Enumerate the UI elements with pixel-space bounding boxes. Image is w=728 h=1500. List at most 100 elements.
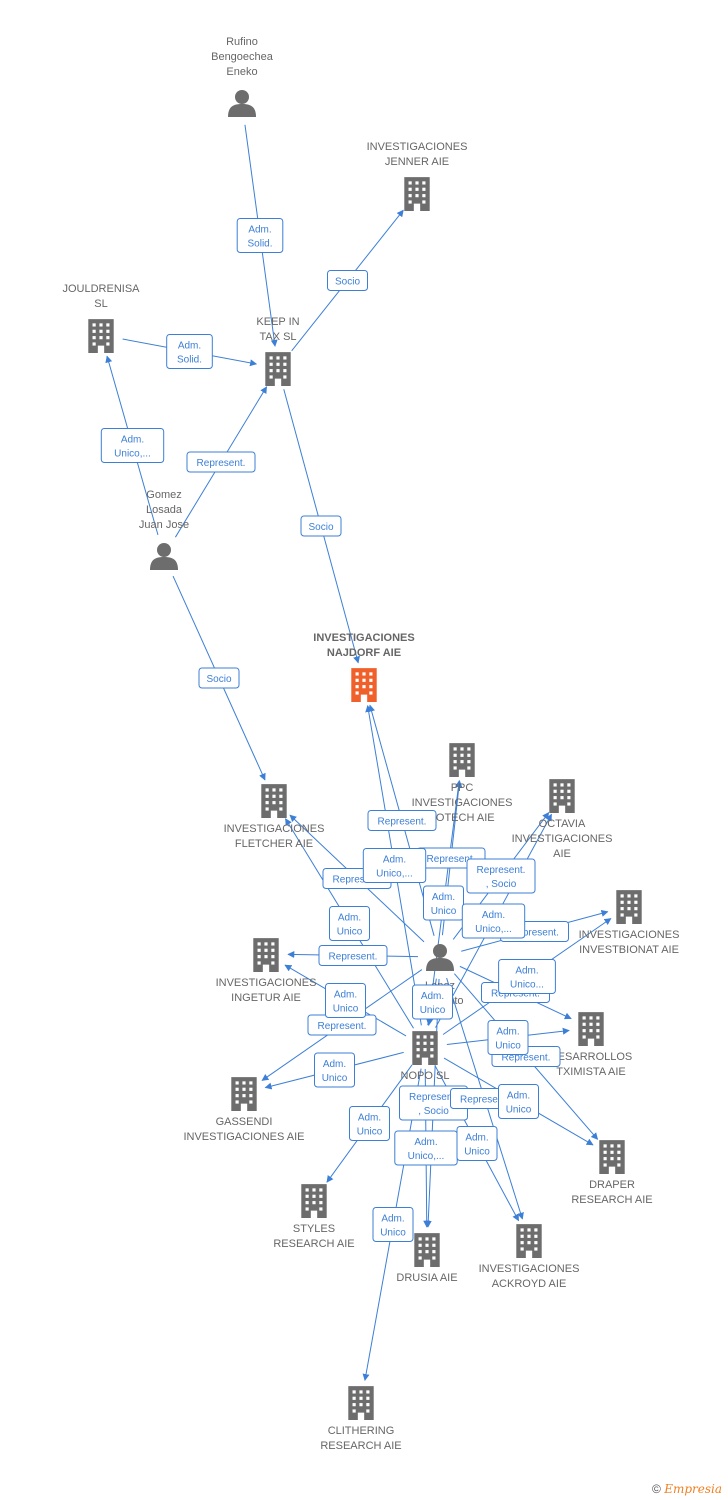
edge-label-nopo-fletcher[interactable]: Adm.Unico (329, 906, 370, 941)
edge-label-box[interactable] (198, 667, 240, 689)
building-icon[interactable] (516, 1224, 542, 1258)
edge-label-gomez-fletcher[interactable]: Socio (198, 667, 240, 689)
building-icon[interactable] (599, 1140, 625, 1174)
edge-label-text: Unico,... (376, 869, 413, 880)
edge-label-box[interactable] (412, 984, 453, 1020)
edge-label-box[interactable] (100, 428, 165, 463)
edge-label-nopo-ackroyd[interactable]: Adm.Unico (456, 1126, 498, 1161)
edge-label-box[interactable] (327, 270, 368, 291)
edge-label-nopo-octavia[interactable]: Adm.Unico,... (461, 903, 526, 939)
building-icon[interactable] (549, 779, 575, 813)
edge-label-text: Unico (495, 1041, 521, 1052)
node-label: INVESTIGACIONES (313, 632, 414, 644)
edge-label-box[interactable] (329, 906, 370, 941)
node-label: Eneko (226, 66, 257, 78)
edge-label-box[interactable] (498, 959, 556, 994)
edge-label-nopo-najdorf[interactable]: Adm.Unico,... (362, 848, 427, 883)
node-label: TOTECH AIE (429, 812, 494, 824)
building-icon[interactable] (348, 1386, 374, 1420)
edge-label-jouldrenisa-keepintax[interactable]: Adm.Solid. (166, 334, 213, 369)
edge-label-lopez-octavia[interactable]: Represent., Socio (466, 858, 536, 894)
edge-label-nopo-desarrollos[interactable]: Adm.Unico (487, 1020, 529, 1055)
building-icon[interactable] (616, 890, 642, 924)
building-icon[interactable] (253, 938, 279, 972)
building-icon[interactable] (265, 352, 291, 386)
building-icon[interactable] (301, 1184, 327, 1218)
edge-label-box[interactable] (300, 515, 342, 537)
edge-label-lopez-najdorf[interactable]: Represent. (367, 810, 437, 831)
edge-label-keepintax-jenner[interactable]: Socio (327, 270, 368, 291)
edge-label-box[interactable] (186, 451, 256, 473)
edge-label-rufino-keepintax[interactable]: Adm.Solid. (236, 218, 284, 253)
person-icon[interactable] (426, 944, 454, 971)
building-icon[interactable] (578, 1012, 604, 1046)
edge-label-text: Unico,... (475, 924, 512, 935)
edge-label-nopo-gassendi[interactable]: Adm.Unico (314, 1052, 355, 1088)
edge-label-keepintax-najdorf[interactable]: Socio (300, 515, 342, 537)
edge-label-nopo-drusia[interactable]: Adm.Unico,... (394, 1130, 458, 1166)
edge-label-box[interactable] (349, 1106, 390, 1141)
edge-label-box[interactable] (372, 1207, 414, 1242)
building-icon[interactable] (412, 1031, 438, 1065)
edge-label-text: Represent. (378, 817, 427, 828)
node-label: INVESTIGACIONES (216, 977, 317, 989)
node-drusia[interactable]: DRUSIA AIE (396, 1233, 458, 1284)
node-label: DRAPER (589, 1179, 635, 1191)
edge-label-nopo-ingetur[interactable]: Adm.Unico (325, 983, 366, 1018)
edge-label-box[interactable] (461, 903, 526, 939)
edge-label-box[interactable] (362, 848, 427, 883)
person-icon[interactable] (228, 90, 256, 117)
building-icon[interactable] (414, 1233, 440, 1267)
edge-label-nopo-investbionat[interactable]: Adm.Unico... (498, 959, 556, 994)
building-icon[interactable] (449, 743, 475, 777)
edge-label-text: Represent. (427, 854, 476, 865)
node-nopo[interactable]: NOPO SL (401, 1031, 450, 1082)
edge-label-nopo-draper[interactable]: Adm.Unico (498, 1084, 539, 1119)
edge-label-box[interactable] (487, 1020, 529, 1055)
edge-label-box[interactable] (166, 334, 213, 369)
building-icon[interactable] (261, 784, 287, 818)
edge-label-gomez-jouldrenisa[interactable]: Adm.Unico,... (100, 428, 165, 463)
building-icon[interactable] (231, 1077, 257, 1111)
building-icon[interactable] (404, 177, 430, 211)
building-icon[interactable] (88, 319, 114, 353)
edge-label-box[interactable] (318, 945, 388, 966)
edge-label-nopo-ppc[interactable]: Adm.Unico (423, 885, 464, 921)
edge-label-nopo-styles[interactable]: Adm.Unico (349, 1106, 390, 1141)
node-label: ACKROYD AIE (492, 1278, 567, 1290)
edge-label-text: Represent. (460, 1095, 509, 1106)
edge-label-box[interactable] (236, 218, 284, 253)
edge-label-gomez-keepintax[interactable]: Represent. (186, 451, 256, 473)
edge-label-lopez-ingetur[interactable]: Represent. (318, 945, 388, 966)
edge-label-box[interactable] (325, 983, 366, 1018)
edge-label-box[interactable] (314, 1052, 355, 1088)
edge-label-lopez-nopo[interactable]: Adm.Unico (412, 984, 453, 1020)
person-icon[interactable] (150, 543, 178, 570)
edge-label-box[interactable] (466, 858, 536, 894)
brand-logo[interactable]: Empresia (664, 1482, 722, 1496)
edge-label-text: Adm. (334, 990, 357, 1001)
edge-label-box[interactable] (423, 885, 464, 921)
edge-label-box[interactable] (367, 810, 437, 831)
edge-label-box[interactable] (456, 1126, 498, 1161)
edge-label-nopo-clithering[interactable]: Adm.Unico (372, 1207, 414, 1242)
edge-label-box[interactable] (498, 1084, 539, 1119)
building-icon[interactable] (351, 668, 377, 702)
